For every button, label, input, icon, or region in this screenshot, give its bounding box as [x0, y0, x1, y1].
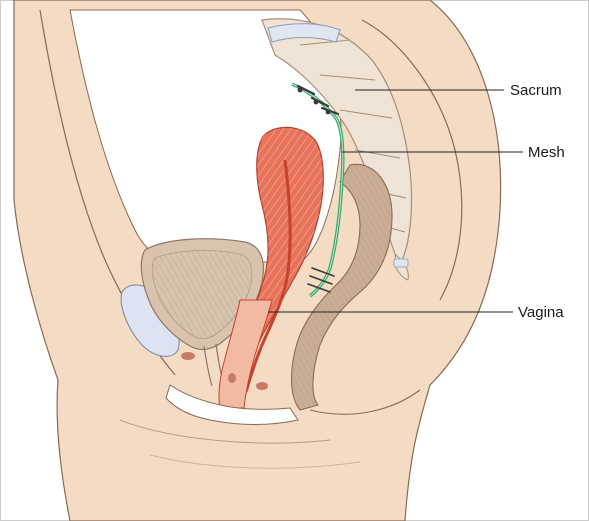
- labia-minor-3: [228, 373, 236, 383]
- coccyx-disc: [394, 259, 408, 267]
- staple-head-2: [314, 100, 319, 105]
- mesh-label: Mesh: [528, 144, 565, 161]
- sacrum-label: Sacrum: [510, 82, 562, 99]
- vagina-label: Vagina: [518, 304, 564, 321]
- staple-head-1: [298, 88, 303, 93]
- labia-minor: [181, 352, 195, 360]
- labia-minor-2: [256, 382, 268, 390]
- staple-head-3: [326, 110, 331, 115]
